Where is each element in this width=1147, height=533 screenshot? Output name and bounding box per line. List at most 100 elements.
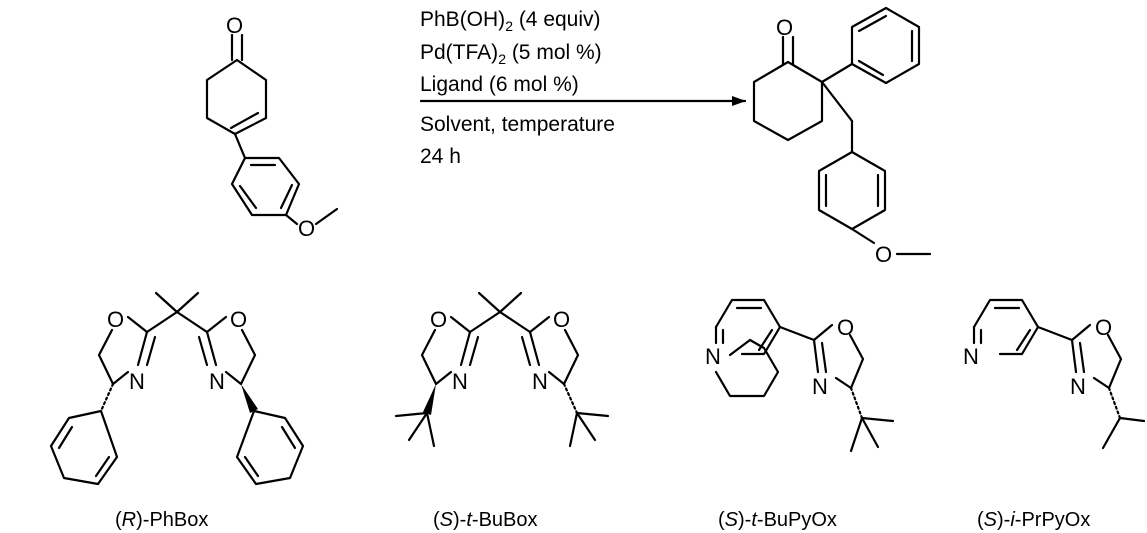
prod-aryl-ring bbox=[817, 150, 887, 231]
prod-ph-db3 bbox=[857, 59, 885, 77]
iprpyox-cn bbox=[1070, 338, 1078, 374]
phbox-right-cn2 bbox=[197, 335, 209, 367]
phbox-left-cn bbox=[136, 330, 149, 367]
starting-material: O O bbox=[205, 13, 339, 241]
tbupyox-cn2 bbox=[820, 341, 828, 374]
sm-aryl-db3 bbox=[238, 184, 258, 210]
tbupyox-cn bbox=[812, 338, 820, 374]
iprpyox-py bbox=[972, 298, 1040, 356]
tbubox-c-left bbox=[468, 310, 502, 334]
tbupyox-py-ring bbox=[714, 338, 780, 398]
tbupyox-py-db2 bbox=[757, 328, 774, 352]
iprpyox-py-db2 bbox=[1015, 328, 1032, 352]
tbubox-n-right: N bbox=[532, 369, 548, 394]
phbox-left-ph bbox=[49, 409, 119, 486]
tbubox-c-right bbox=[498, 310, 532, 334]
prod-aryl-bond bbox=[820, 80, 854, 123]
prod-ph-db1 bbox=[857, 14, 888, 33]
tbubox-right-cn2 bbox=[520, 335, 532, 367]
prod-ome-o-label: O bbox=[875, 242, 892, 267]
tbupyox-ox-ring bbox=[812, 323, 865, 390]
ligand-label-tbupyox: (S)-t-BuPyOx bbox=[718, 509, 837, 531]
iprpyox-link bbox=[1036, 325, 1074, 342]
tbupyox-hash bbox=[849, 386, 864, 420]
phbox-c-right bbox=[175, 310, 209, 334]
phbox-n-left: N bbox=[129, 369, 145, 394]
sm-aryl-db2 bbox=[279, 183, 294, 210]
ligand-phbox: O O N N bbox=[49, 291, 305, 486]
tbupyox-tbu1 bbox=[860, 416, 895, 423]
tbubox-right-tbu2 bbox=[575, 411, 597, 442]
iprpyox-ipr1 bbox=[1118, 416, 1146, 423]
phbox-left-cn2 bbox=[145, 335, 157, 367]
sm-ring bbox=[205, 58, 268, 136]
sm-enone-double bbox=[229, 111, 260, 130]
product: O O bbox=[752, 6, 932, 267]
tbubox-right-tbu1 bbox=[575, 411, 610, 418]
ligand-tbubox: O O N N bbox=[394, 291, 610, 448]
ligand-label-tbubox: (S)-t-BuBox bbox=[433, 509, 538, 531]
tbupyox-tbu3 bbox=[849, 416, 864, 453]
tbubox-right-tbu3 bbox=[568, 411, 579, 448]
phbox-right-ph bbox=[235, 409, 305, 486]
condition-reagent-2: Pd(TFA)2 (5 mol %) bbox=[420, 41, 602, 67]
tbubox-o-right: O bbox=[553, 307, 570, 332]
tbubox-left-cn bbox=[459, 330, 472, 367]
prod-ph-bond bbox=[820, 62, 854, 84]
sm-aryl-ring bbox=[230, 156, 301, 217]
tbupyox-o: O bbox=[837, 315, 854, 340]
phbox-right-wedge bbox=[241, 384, 258, 413]
prod-o-label: O bbox=[776, 15, 793, 40]
phbox-o-right: O bbox=[230, 307, 247, 332]
tbubox-left-tbu2 bbox=[407, 411, 429, 442]
condition-time: 24 h bbox=[420, 145, 461, 168]
phbox-c-me1 bbox=[154, 291, 179, 314]
tbupyox-link bbox=[778, 325, 816, 342]
ligand-tbupyox: N O N bbox=[705, 298, 895, 453]
iprpyox-hash bbox=[1107, 386, 1122, 420]
ligand-label-iprpyox: (S)-i-PrPyOx bbox=[977, 509, 1090, 531]
prod-ring bbox=[752, 60, 824, 142]
iprpyox-ox-ring bbox=[1070, 323, 1123, 390]
tbubox-right-hash bbox=[562, 382, 579, 415]
iprpyox-o: O bbox=[1095, 315, 1112, 340]
tbubox-left-ring bbox=[420, 315, 472, 386]
tbubox-n-left: N bbox=[452, 369, 468, 394]
condition-solvent: Solvent, temperature bbox=[420, 113, 615, 136]
tbubox-right-cn bbox=[528, 330, 541, 367]
phbox-o-left: O bbox=[107, 307, 124, 332]
tbubox-o-left: O bbox=[430, 307, 447, 332]
sm-ome-o-label: O bbox=[298, 216, 315, 241]
phbox-c-me2 bbox=[175, 291, 200, 314]
tbupyox-tbu2 bbox=[860, 416, 880, 449]
phbox-left-ph-db2 bbox=[94, 455, 111, 478]
phbox-c-left bbox=[145, 310, 179, 334]
prod-ome-bond bbox=[850, 227, 876, 245]
phbox-right-ring bbox=[205, 315, 257, 386]
sm-ome-bond bbox=[284, 213, 299, 226]
sm-me-bond bbox=[314, 207, 339, 226]
iprpyox-cn2 bbox=[1078, 341, 1086, 374]
ligand-iprpyox: N O N bbox=[963, 298, 1146, 450]
prod-ph-ring bbox=[850, 6, 921, 85]
phbox-right-ph-db2 bbox=[243, 455, 260, 478]
phbox-left-hash bbox=[99, 382, 115, 413]
phbox-left-ring bbox=[97, 315, 149, 386]
tbubox-c-me1 bbox=[477, 291, 502, 314]
phbox-n-right: N bbox=[209, 369, 225, 394]
phbox-right-cn bbox=[205, 330, 218, 367]
iprpyox-n-ox: N bbox=[1070, 374, 1086, 399]
sm-aryl-bond bbox=[233, 132, 247, 160]
reaction-arrow-group: PhB(OH)2 (4 equiv) Pd(TFA)2 (5 mol %) Li… bbox=[419, 8, 747, 168]
condition-reagent-3: Ligand (6 mol %) bbox=[420, 73, 579, 96]
tbubox-left-tbu3 bbox=[425, 411, 436, 448]
phbox-right-ph-db bbox=[280, 425, 297, 450]
tbubox-right-ring bbox=[528, 315, 580, 386]
condition-reagent-1: PhB(OH)2 (4 equiv) bbox=[420, 8, 601, 34]
sm-o-label: O bbox=[226, 13, 243, 38]
ligand-label-phbox: (R)-PhBox bbox=[115, 509, 208, 531]
iprpyox-n-py: N bbox=[963, 344, 979, 369]
phbox-left-ph-db bbox=[57, 425, 74, 450]
